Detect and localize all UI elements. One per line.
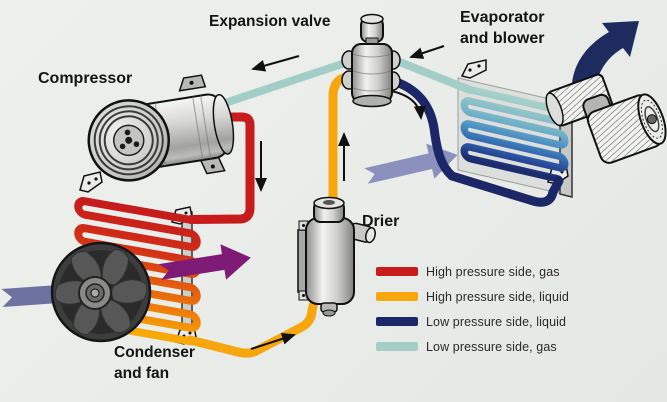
flow-direction-arrows [250,45,445,350]
drier-graphic [297,196,376,317]
legend-swatch-high-pressure-liquid [376,292,418,301]
legend-item-high-pressure-gas: High pressure side, gas [376,259,569,284]
legend-label: High pressure side, gas [426,264,560,279]
expansion-valve-graphic [341,13,401,108]
legend-swatch-high-pressure-gas [376,267,418,276]
legend-item-high-pressure-liquid: High pressure side, liquid [376,284,569,309]
pipe-high-pressure-gas [186,112,255,224]
legend-swatch-low-pressure-liquid [376,317,418,326]
condenser-label-line2: and fan [114,365,170,382]
legend-label: High pressure side, liquid [426,289,569,304]
evaporator-label: Evaporator and blower [460,7,544,49]
pipe-low-pressure-gas-to-compressor [218,58,352,108]
pipe-low-pressure-gas-from-evaporator [388,55,474,94]
compressor-graphic [87,74,235,182]
evaporator-label-line2: and blower [460,30,545,47]
pipe-low-pressure-liquid [388,76,564,207]
expansion-valve-label: Expansion valve [209,13,331,30]
evaporator-label-line1: Evaporator [460,9,545,26]
blower-icon [545,73,667,164]
compressor-label: Compressor [38,70,133,87]
drier-label: Drier [362,213,400,230]
blower-output-arrow [572,21,639,92]
legend-item-low-pressure-liquid: Low pressure side, liquid [376,309,569,334]
legend-label: Low pressure side, gas [426,339,557,354]
pipe-high-pressure-liquid-upper [328,71,353,209]
legend-item-low-pressure-gas: Low pressure side, gas [376,334,569,359]
condenser-label: Condenser and fan [114,342,195,384]
legend-swatch-low-pressure-gas [376,342,418,351]
legend: High pressure side, gas High pressure si… [376,259,569,359]
condenser-label-line1: Condenser [114,344,195,361]
evaporator-coil [460,85,569,184]
legend-label: Low pressure side, liquid [426,314,567,329]
warm-air-out-arrow [158,244,251,280]
fan-icon [50,241,152,343]
